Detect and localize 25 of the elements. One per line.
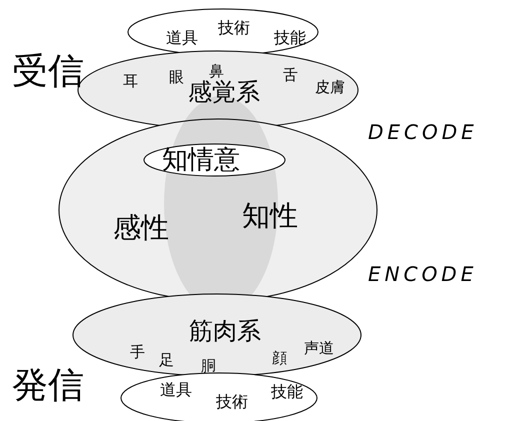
ellipse-text: 道具 — [160, 382, 192, 398]
ellipse-text: 皮膚 — [315, 80, 345, 95]
ellipse-text: 耳 — [123, 74, 138, 89]
ellipse-text: 手 — [130, 345, 145, 360]
process-label: ENCODE — [368, 264, 478, 284]
side-label: 受信 — [12, 54, 84, 90]
ellipse-text: 舌 — [283, 68, 298, 83]
ellipse-text: 足 — [159, 353, 174, 368]
ellipse-text: 鼻 — [209, 64, 224, 79]
ellipse-title: 感覚系 — [188, 80, 260, 104]
side-label: 発信 — [12, 368, 84, 404]
ellipse-text: 道具 — [166, 30, 198, 46]
ellipse-text: 顔 — [272, 351, 287, 366]
ellipse-text: 胴 — [201, 359, 216, 374]
ellipse-text: 技能 — [271, 384, 303, 400]
ellipse-title: 感性 — [113, 214, 169, 242]
ellipse-text: 声道 — [304, 341, 334, 356]
ellipse-title: 筋肉系 — [189, 319, 261, 343]
ellipse-text: 技術 — [218, 20, 250, 36]
process-label: DECODE — [368, 122, 478, 142]
ellipse-title: 知性 — [242, 202, 298, 230]
ellipse-text: 技術 — [216, 394, 248, 410]
ellipse-text: 技能 — [274, 30, 306, 46]
ellipse-text: 眼 — [169, 70, 184, 85]
ellipse-title: 知情意 — [162, 147, 240, 173]
